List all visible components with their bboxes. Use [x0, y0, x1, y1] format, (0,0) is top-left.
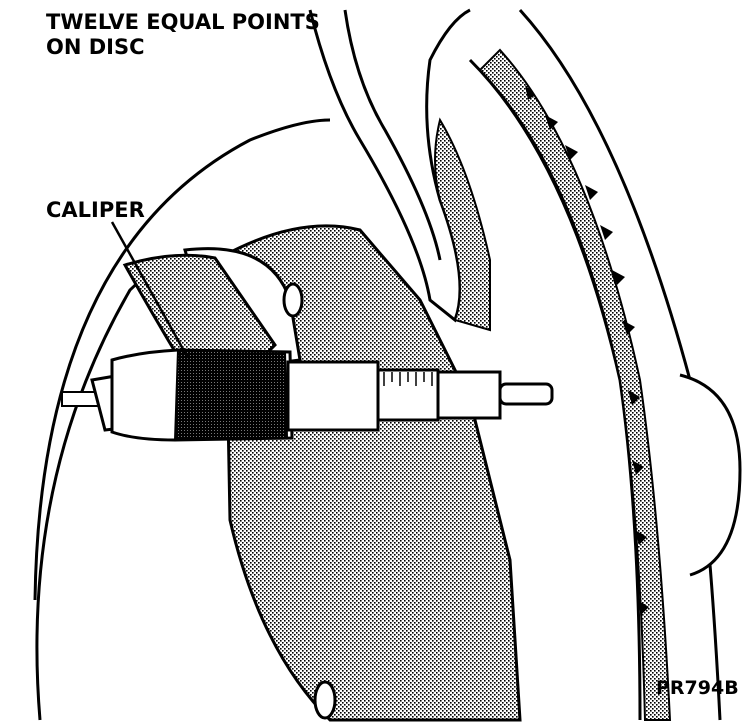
figure-code: PR794B: [656, 677, 739, 699]
micrometer-spindle-right: [498, 382, 554, 406]
figure-title-line1: TWELVE EQUAL POINTS: [46, 10, 320, 34]
caliper-bracket-shade: [434, 117, 491, 332]
stud-hole: [282, 282, 304, 318]
figure-title: TWELVE EQUAL POINTS ON DISC: [46, 10, 320, 60]
caliper-bracket-inner: [343, 9, 442, 261]
stud-hole-lower: [313, 680, 337, 720]
micrometer-scale-ticks: [383, 372, 433, 386]
caliper-leader-line: [110, 221, 190, 359]
micrometer-barrel-end: [436, 370, 502, 420]
caliper-label: CALIPER: [46, 198, 145, 222]
figure-title-line2: ON DISC: [46, 35, 145, 59]
rotor-ring-shaded: [478, 48, 672, 721]
rotor-vents: [525, 85, 649, 615]
micrometer-sleeve: [286, 360, 380, 432]
hub-cap: [679, 373, 742, 577]
disc-outline: [33, 118, 331, 601]
micrometer-knurled-grip: [173, 348, 289, 442]
micrometer-tool: [61, 348, 554, 442]
